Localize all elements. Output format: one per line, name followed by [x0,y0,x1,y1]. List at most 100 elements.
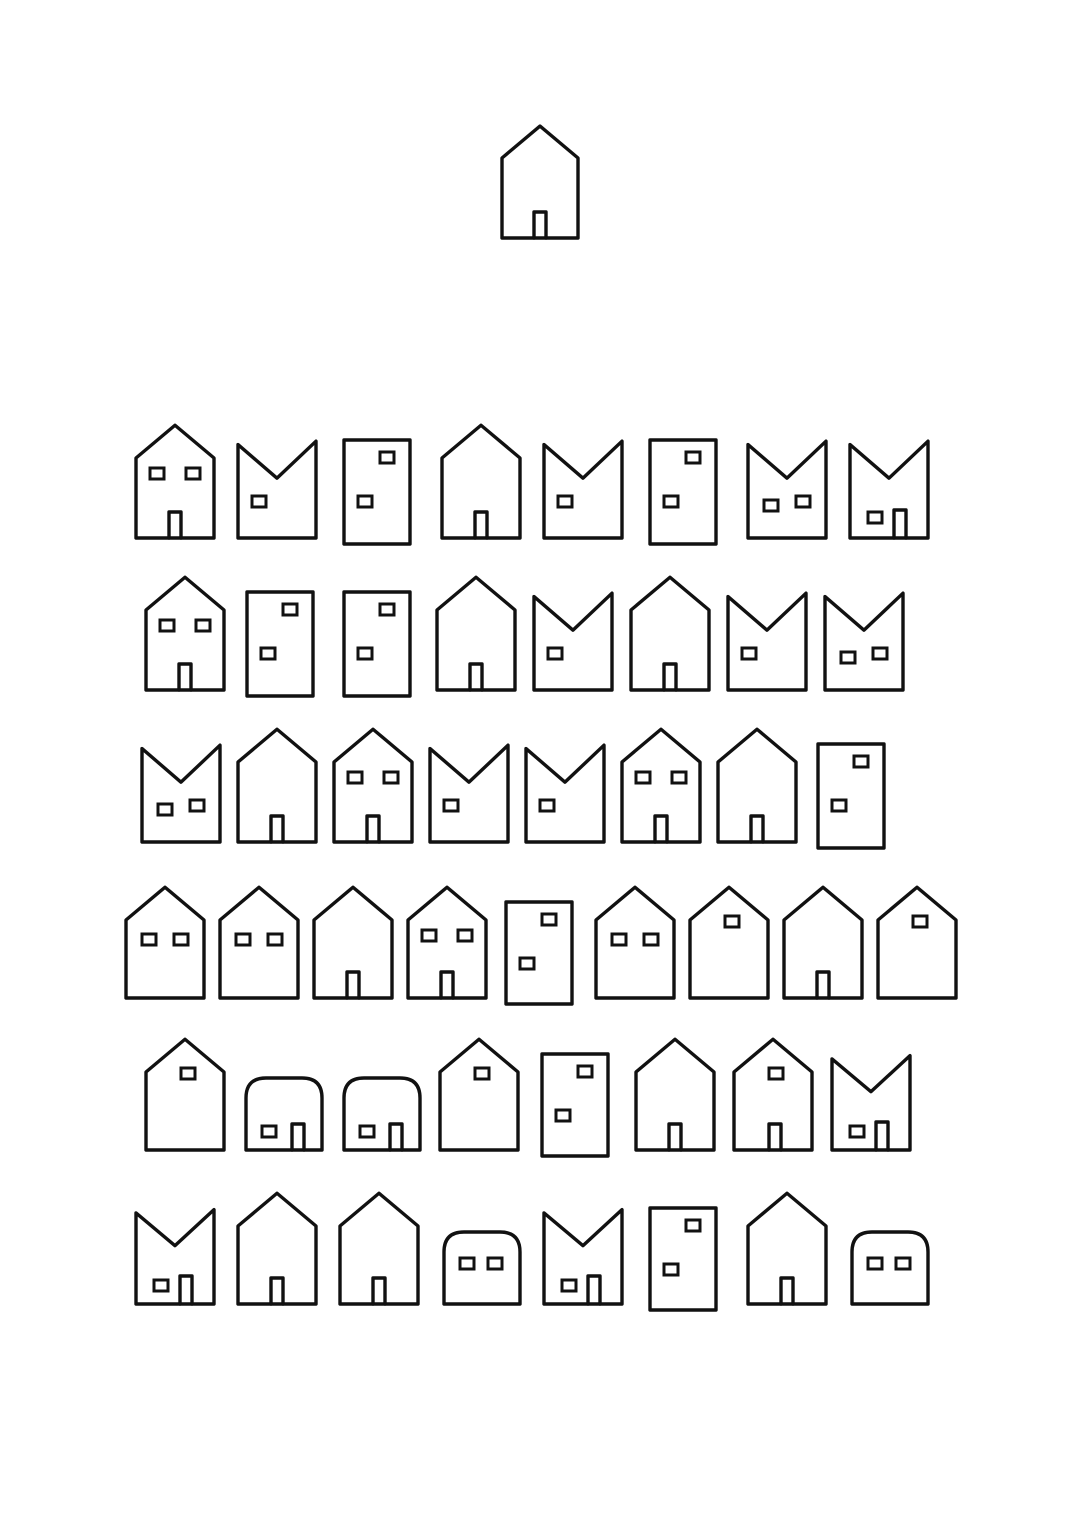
window [852,754,870,769]
house-outline [620,727,702,844]
door [177,662,193,692]
house-outline [782,885,864,1000]
house-outline [438,1037,520,1152]
house-gable-door [435,575,517,692]
window [259,646,277,661]
window [554,1108,572,1123]
door [290,1122,306,1152]
window [794,494,812,509]
window [456,928,474,943]
window [560,1278,578,1293]
window [188,798,206,813]
house-outline [540,1052,610,1158]
house-cat-window-door [542,1207,624,1306]
window [194,618,212,633]
house-outline [236,727,318,844]
house-gable-door [236,1191,318,1306]
house-top [500,124,580,240]
door [532,210,548,240]
window [634,770,652,785]
window [378,450,396,465]
house-outline [594,885,676,1000]
house-gable-window-door [732,1037,814,1152]
house-cat-window-door [134,1207,216,1306]
door [892,508,908,540]
house-gable-door [634,1037,716,1152]
house-gable-one-window [688,885,770,1000]
house-row-3 [140,727,886,850]
window [378,602,396,617]
window [839,650,857,665]
door [365,814,381,844]
house-outline [500,124,580,240]
house-outline [504,900,574,1006]
door [388,1122,404,1152]
house-gable-two-windows-door [134,423,216,540]
house-gable-door [312,885,394,1000]
house-gable-two-windows-door [144,575,226,692]
window [356,494,374,509]
house-outline [542,439,624,540]
window [538,798,556,813]
house-outline [716,727,798,844]
house-outline [688,885,770,1000]
house-tall-two-windows [540,1052,610,1158]
door [667,1122,683,1152]
house-outline [406,885,488,1000]
house-tall-two-windows [648,438,718,546]
house-cat-one-window [236,439,318,540]
window [642,932,660,947]
house-row-2 [144,575,905,698]
house-outline [850,1230,930,1306]
house-gable-two-windows-door [332,727,414,844]
window [281,602,299,617]
house-outline [332,727,414,844]
window [486,1256,504,1271]
window [894,1256,912,1271]
house-outline [428,743,510,844]
house-outline [634,1037,716,1152]
house-outline [732,1037,814,1152]
door [815,970,831,1000]
window [662,1262,680,1277]
window [866,510,884,525]
house-row-4 [124,885,958,1006]
window [172,932,190,947]
window [610,932,628,947]
house-outline [338,1191,420,1306]
house-outline [218,885,300,1000]
house-gable-door [629,575,711,692]
door [269,1276,285,1306]
house-tall-two-windows [245,590,315,698]
house-outline [342,590,412,698]
house-tall-two-windows [342,438,412,546]
house-row-1 [134,423,930,546]
house-cat-two-windows [823,591,905,692]
house-gable-one-window [144,1037,226,1152]
window [260,1124,278,1139]
house-outline [830,1053,912,1152]
house-outline [124,885,206,1000]
house-gable-two-windows [124,885,206,1000]
door [178,1274,194,1306]
house-gable-door [338,1191,420,1306]
house-cat-two-windows [140,743,222,844]
house-rounded-two-windows [442,1230,522,1306]
window [346,770,364,785]
door [662,662,678,692]
house-cat-one-window [726,591,808,692]
window [830,798,848,813]
house-gable-door [716,727,798,844]
house-tall-two-windows [816,742,886,850]
house-gable-two-windows [218,885,300,1000]
window [266,932,284,947]
house-outline [435,575,517,692]
house-outline [312,885,394,1000]
window [234,932,252,947]
house-gable-door [782,885,864,1000]
window [473,1066,491,1081]
house-cat-window-door [830,1053,912,1152]
window [670,770,688,785]
house-outline [144,575,226,692]
